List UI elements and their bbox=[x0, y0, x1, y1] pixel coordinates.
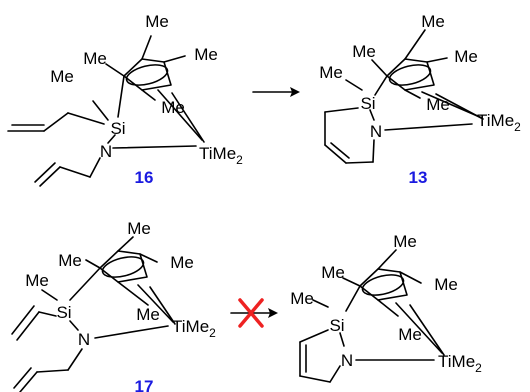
compound-16: Me Me Me Me Me Si N TiMe2 16 bbox=[7, 12, 243, 187]
compound-17: Me Me Me Me Me Si N TiMe2 17 bbox=[11, 219, 216, 392]
blocked-reaction-arrow bbox=[230, 298, 278, 328]
methyl-label: Me bbox=[127, 219, 151, 238]
methyl-label: Me bbox=[319, 63, 343, 82]
methyl-label: Me bbox=[145, 12, 169, 31]
compound-13: Me Me Me Me Me Si N TiMe2 13 bbox=[319, 12, 521, 187]
methyl-label: Me bbox=[393, 232, 417, 251]
methyl-label: Me bbox=[398, 325, 422, 344]
cross-mark-icon bbox=[238, 298, 264, 328]
compound-number: 17 bbox=[135, 377, 154, 392]
methyl-label: Me bbox=[50, 67, 74, 86]
titanium-label: TiMe2 bbox=[477, 111, 521, 134]
nitrogen-label: N bbox=[78, 330, 90, 349]
reaction-arrow bbox=[252, 87, 300, 97]
nitrogen-label: N bbox=[341, 351, 353, 370]
silicon-label: Si bbox=[56, 303, 71, 322]
methyl-label: Me bbox=[434, 275, 458, 294]
silicon-label: Si bbox=[329, 316, 344, 335]
methyl-label: Me bbox=[25, 271, 49, 290]
target-compound: Me Me Me Me Me Si N TiMe2 bbox=[290, 232, 482, 383]
methyl-label: Me bbox=[194, 45, 218, 64]
compound-number: 13 bbox=[409, 168, 428, 187]
titanium-label: TiMe2 bbox=[172, 317, 216, 340]
methyl-label: Me bbox=[83, 49, 107, 68]
methyl-label: Me bbox=[421, 12, 445, 31]
compound-number: 16 bbox=[135, 168, 154, 187]
titanium-label: TiMe2 bbox=[199, 144, 243, 167]
silicon-label: Si bbox=[360, 94, 375, 113]
methyl-label: Me bbox=[170, 253, 194, 272]
nitrogen-label: N bbox=[370, 122, 382, 141]
methyl-label: Me bbox=[321, 263, 345, 282]
titanium-label: TiMe2 bbox=[438, 352, 482, 375]
methyl-label: Me bbox=[426, 95, 450, 114]
methyl-label: Me bbox=[290, 289, 314, 308]
methyl-label: Me bbox=[454, 47, 478, 66]
methyl-label: Me bbox=[161, 98, 185, 117]
methyl-label: Me bbox=[136, 305, 160, 324]
methyl-label: Me bbox=[352, 42, 376, 61]
methyl-label: Me bbox=[58, 251, 82, 270]
silicon-label: Si bbox=[110, 119, 125, 138]
nitrogen-label: N bbox=[100, 142, 112, 161]
